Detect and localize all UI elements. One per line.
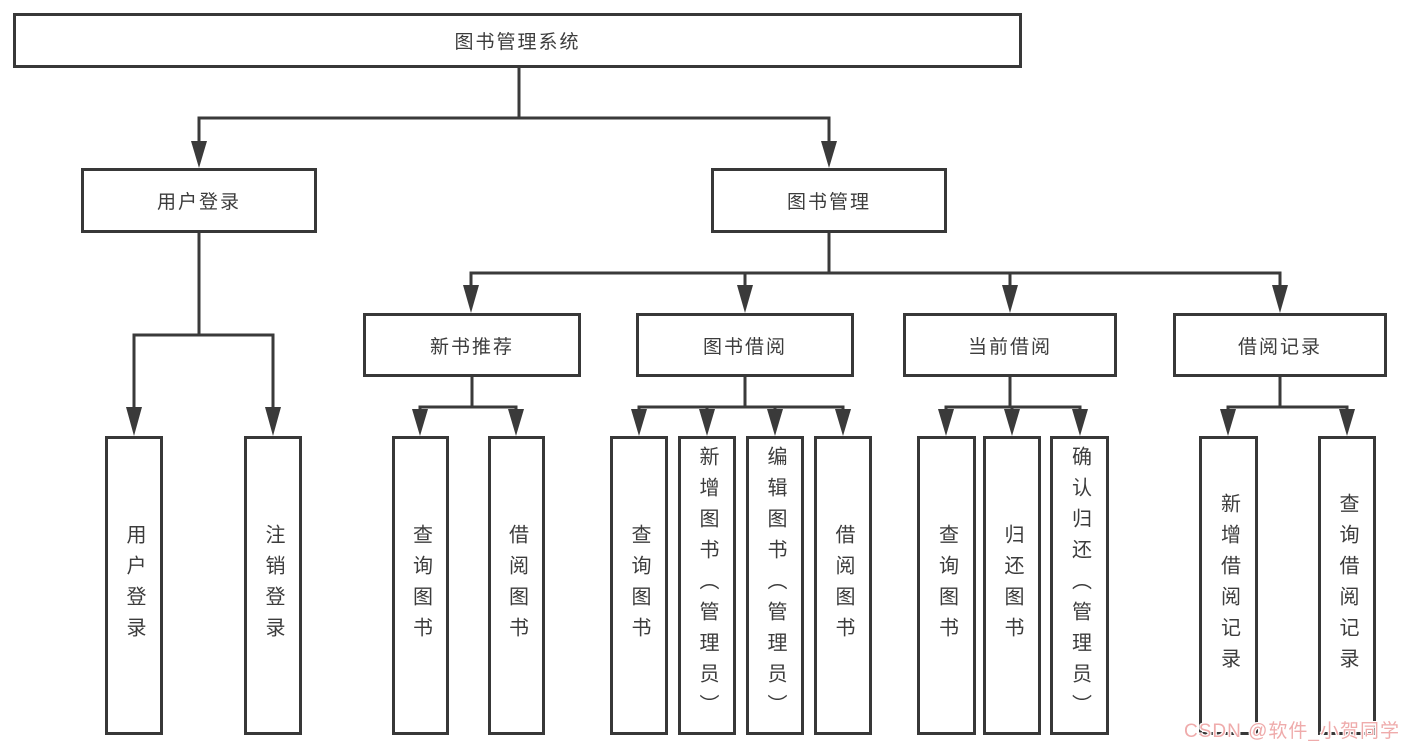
- edges-new-book-subtree: [412, 375, 524, 436]
- edges-borrow-records-subtree: [1220, 375, 1355, 436]
- edges-book-borrow-subtree: [631, 375, 851, 436]
- node-book-management-label: 图书管理: [786, 192, 871, 213]
- node-book-borrow-label: 图书借阅: [702, 336, 787, 358]
- leaf-borrow-edit-books-admin-label: 编辑图书（管理员）: [764, 446, 786, 725]
- node-root: 图书管理系统: [13, 13, 1022, 68]
- leaf-logout-label: 注销登录: [262, 523, 284, 648]
- leaf-current-return-books: 归还图书: [983, 436, 1041, 735]
- leaf-records-add-record-label: 新增借阅记录: [1217, 492, 1240, 679]
- node-root-label: 图书管理系统: [454, 32, 581, 53]
- leaf-user-login-label: 用户登录: [123, 523, 145, 648]
- node-current-borrow: 当前借阅: [903, 313, 1117, 377]
- leaf-user-login: 用户登录: [105, 436, 163, 735]
- leaf-newbook-query-books: 查询图书: [392, 436, 449, 735]
- node-user-login: 用户登录: [81, 168, 317, 233]
- leaf-records-query-record: 查询借阅记录: [1318, 436, 1376, 735]
- leaf-current-query-books: 查询图书: [917, 436, 976, 735]
- node-new-book-recommend: 新书推荐: [363, 313, 581, 377]
- node-borrow-records: 借阅记录: [1173, 313, 1387, 377]
- node-book-management: 图书管理: [711, 168, 947, 233]
- leaf-logout: 注销登录: [244, 436, 302, 735]
- leaf-current-confirm-return-admin-label: 确认归还（管理员）: [1068, 446, 1091, 725]
- node-book-borrow: 图书借阅: [636, 313, 854, 377]
- leaf-borrow-query-books-label: 查询图书: [628, 523, 650, 648]
- node-user-login-label: 用户登录: [156, 192, 241, 213]
- edges-user-login-subtree: [126, 231, 281, 436]
- leaf-records-query-record-label: 查询借阅记录: [1336, 492, 1358, 679]
- leaf-current-query-books-label: 查询图书: [935, 523, 958, 648]
- leaf-newbook-borrow-books: 借阅图书: [488, 436, 545, 735]
- leaf-borrow-borrow-books: 借阅图书: [814, 436, 872, 735]
- leaf-newbook-borrow-books-label: 借阅图书: [505, 523, 528, 648]
- leaf-borrow-query-books: 查询图书: [610, 436, 668, 735]
- leaf-newbook-query-books-label: 查询图书: [409, 523, 432, 648]
- node-new-book-recommend-label: 新书推荐: [429, 336, 514, 358]
- leaf-borrow-add-books-admin: 新增图书（管理员）: [678, 436, 736, 735]
- leaf-borrow-edit-books-admin: 编辑图书（管理员）: [746, 436, 804, 735]
- watermark: CSDN @软件_小贺同学: [1184, 721, 1400, 742]
- leaf-borrow-borrow-books-label: 借阅图书: [832, 523, 854, 648]
- node-borrow-records-label: 借阅记录: [1237, 336, 1322, 358]
- edges-current-borrow-subtree: [938, 375, 1088, 436]
- edges-book-management-subtree: [463, 231, 1288, 313]
- leaf-current-return-books-label: 归还图书: [1001, 523, 1023, 648]
- edges-root-to-level2: [191, 66, 837, 168]
- leaf-current-confirm-return-admin: 确认归还（管理员）: [1050, 436, 1109, 735]
- leaf-borrow-add-books-admin-label: 新增图书（管理员）: [696, 446, 718, 725]
- leaf-records-add-record: 新增借阅记录: [1199, 436, 1258, 735]
- node-current-borrow-label: 当前借阅: [967, 336, 1052, 358]
